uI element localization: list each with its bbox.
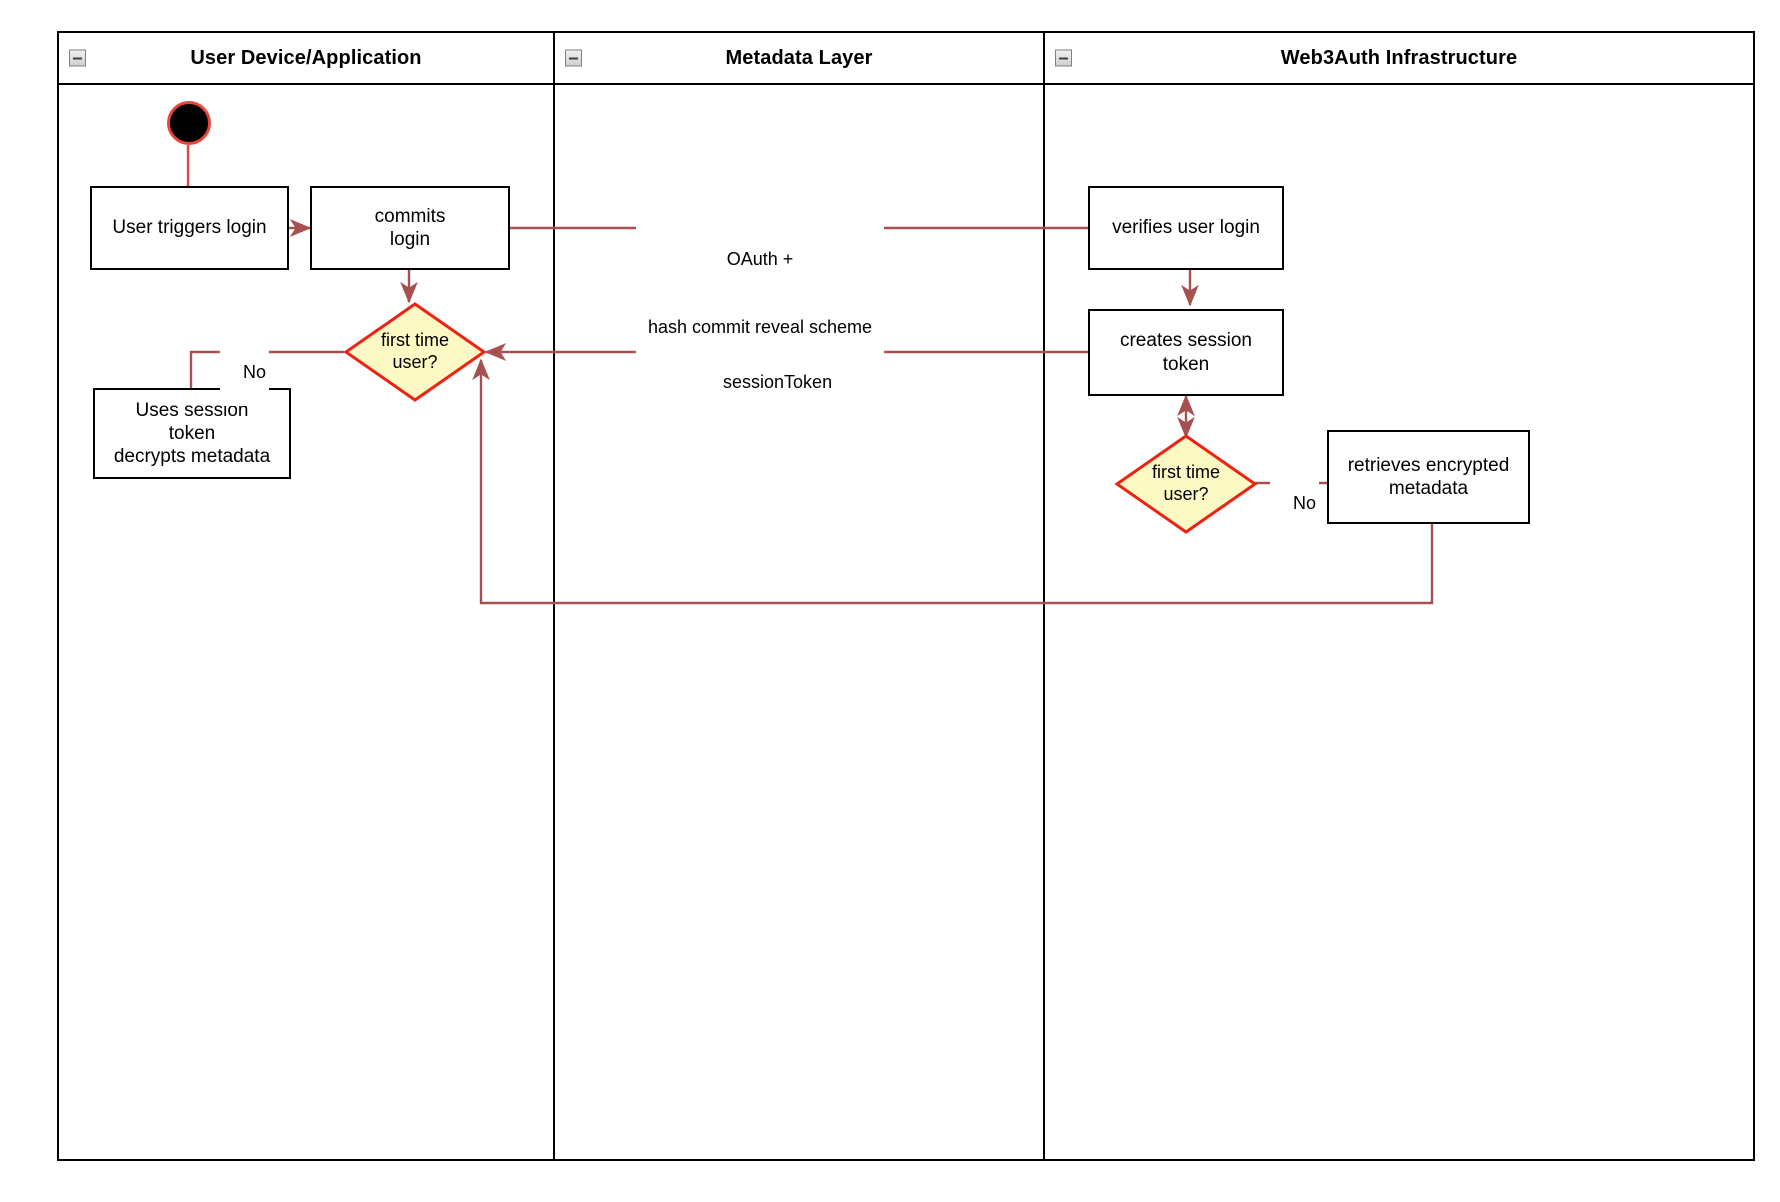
action-label-line2: login (389, 229, 431, 250)
action-label-line2: token (1162, 353, 1210, 375)
edge-label-sessiontoken: sessionToken (700, 348, 834, 416)
edge-label-line1: OAuth + (726, 249, 794, 269)
collapse-minus-icon[interactable] (565, 49, 582, 67)
action-verifies-user-login[interactable]: verifies user login (1088, 186, 1284, 270)
lane-web3auth[interactable]: Web3Auth Infrastructure (1043, 33, 1753, 1159)
lane-header-user-device: User Device/Application (59, 33, 553, 85)
lane-title-user-device: User Device/Application (190, 46, 422, 69)
action-label: User triggers login (112, 217, 267, 239)
action-retrieves-encrypted-metadata[interactable]: retrieves encrypted metadata (1327, 430, 1530, 524)
edge-label-line2: hash commit reveal scheme (647, 316, 873, 337)
decision-shape (343, 302, 487, 402)
action-label-line1: commits (374, 205, 446, 227)
decision-first-time-user-right[interactable]: first time user? (1114, 434, 1258, 534)
lane-user-device[interactable]: User Device/Application (59, 33, 553, 1159)
lane-title-metadata-layer: Metadata Layer (725, 46, 873, 69)
lane-header-metadata-layer: Metadata Layer (555, 33, 1043, 85)
action-label-line2: token (168, 422, 216, 444)
lane-title-web3auth: Web3Auth Infrastructure (1280, 46, 1518, 69)
collapse-minus-icon[interactable] (69, 49, 86, 67)
decision-shape (1114, 434, 1258, 534)
lane-header-web3auth: Web3Auth Infrastructure (1045, 33, 1753, 85)
edge-label-no-left: No (220, 338, 270, 406)
action-commits-login[interactable]: commits login (310, 186, 510, 270)
action-label-line2: metadata (1388, 478, 1469, 499)
edge-label-no-right: No (1270, 469, 1320, 537)
collapse-minus-icon[interactable] (1055, 49, 1072, 67)
action-creates-session-token[interactable]: creates session token (1088, 309, 1284, 396)
action-label-line1: retrieves encrypted (1347, 454, 1510, 476)
action-label: verifies user login (1112, 217, 1260, 239)
decision-first-time-user-left[interactable]: first time user? (343, 302, 487, 402)
action-label-line3: decrypts metadata (113, 446, 271, 468)
action-user-triggers-login[interactable]: User triggers login (90, 186, 289, 270)
start-node[interactable] (167, 101, 211, 145)
action-label-line1: creates session (1119, 330, 1252, 352)
lane-metadata-layer[interactable]: Metadata Layer (553, 33, 1043, 1159)
